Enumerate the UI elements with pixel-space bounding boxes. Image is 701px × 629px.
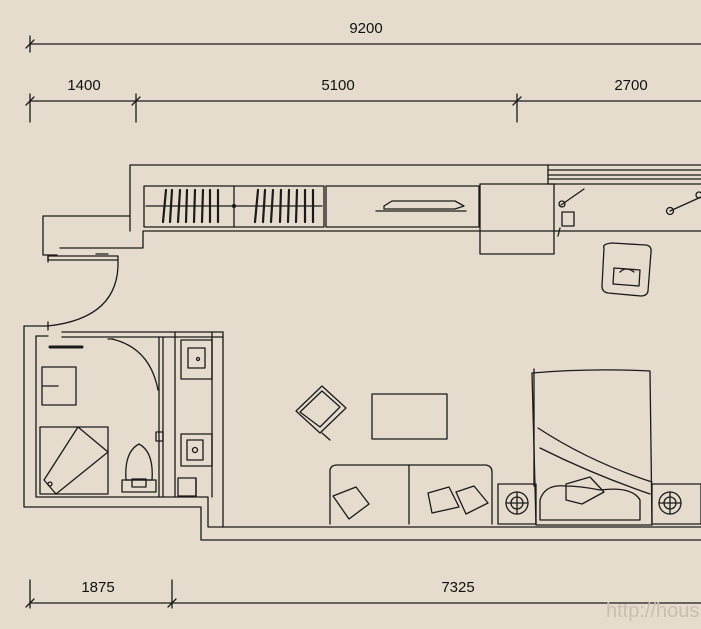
dimension-label-segment-2: 5100 <box>321 77 354 94</box>
bathroom-fixtures <box>39 338 164 495</box>
entrance-door <box>47 253 119 331</box>
tv-cabinet <box>325 185 480 228</box>
nightstand-left <box>497 483 537 525</box>
structural-column <box>479 183 555 255</box>
dimension-label-segment-1: 1400 <box>67 77 100 94</box>
armchair <box>601 242 652 297</box>
bed <box>531 368 653 526</box>
exterior-walls <box>23 164 701 541</box>
nightstand-right <box>651 483 701 525</box>
watermark: http://hous <box>606 600 700 622</box>
dimension-label-bottom-2: 7325 <box>441 579 474 596</box>
sofa <box>329 464 493 525</box>
dimension-segments-bottom <box>25 579 701 609</box>
dimension-label-segment-3: 2700 <box>614 77 647 94</box>
coffee-table <box>371 393 448 440</box>
floor-lamp <box>665 191 701 216</box>
dimension-label-total: 9200 <box>349 20 382 37</box>
dimension-label-bottom-1: 1875 <box>81 579 114 596</box>
desk-lamp <box>557 188 585 237</box>
dimension-segments-top <box>25 93 701 123</box>
wardrobe <box>143 185 325 228</box>
kitchenette <box>177 339 213 497</box>
window-top-right <box>547 164 701 185</box>
dimension-total-top <box>25 35 701 53</box>
lounge-chair <box>295 385 347 441</box>
